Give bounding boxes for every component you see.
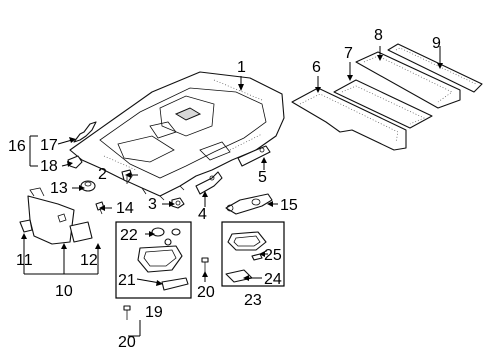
callout-16: 16: [8, 138, 26, 155]
callout-1: 1: [237, 59, 246, 76]
callout-20-upper: 20: [197, 284, 215, 301]
callout-13: 13: [50, 180, 68, 197]
pad-part-7: [333, 79, 433, 129]
headliner-panel: [69, 71, 285, 201]
callout-18: 18: [40, 158, 58, 175]
handle-part-17: [73, 121, 97, 143]
lens-part-21: [161, 277, 189, 291]
callout-9: 9: [432, 35, 441, 52]
group-box-19: [115, 221, 192, 299]
leader-lines: [21, 46, 443, 337]
bulb-part-25: [251, 253, 263, 261]
lamp-part-15: [225, 193, 273, 215]
pad-part-9: [387, 43, 483, 93]
callout-4: 4: [198, 206, 207, 223]
bracket-part-5: [237, 145, 271, 167]
callout-12: 12: [80, 252, 98, 269]
callout-15: 15: [280, 197, 298, 214]
callout-11: 11: [16, 252, 33, 269]
screw-part-20-lower: [123, 305, 131, 320]
callout-14: 14: [116, 200, 134, 217]
callout-7: 7: [344, 45, 353, 62]
lamp-bulbs-part-22: [151, 227, 181, 246]
grommet-part-13: [80, 180, 96, 192]
callout-2: 2: [98, 166, 107, 183]
clip-part-3: [171, 197, 185, 209]
callout-5: 5: [258, 169, 267, 186]
callout-21: 21: [118, 272, 136, 289]
visor-clip-part-11: [19, 219, 33, 233]
callout-10: 10: [55, 283, 73, 300]
callout-19: 19: [145, 304, 163, 321]
visor-mirror-part-12: [69, 221, 93, 243]
bracket-part-4: [195, 171, 223, 195]
callout-25: 25: [264, 247, 282, 264]
pad-part-6: [291, 87, 407, 151]
map-lamp-housing: [137, 245, 183, 273]
callout-24: 24: [264, 271, 282, 288]
pad-part-8: [355, 51, 461, 109]
callout-3: 3: [148, 196, 157, 213]
callout-20-lower: 20: [118, 334, 136, 351]
screw-part-20-upper: [201, 257, 209, 272]
group-box-23: [221, 221, 285, 287]
callout-8: 8: [374, 27, 383, 44]
callout-22: 22: [120, 227, 138, 244]
callout-6: 6: [312, 59, 321, 76]
callout-17: 17: [40, 137, 58, 154]
dome-lamp-housing: [227, 231, 267, 251]
callout-23: 23: [244, 292, 262, 309]
